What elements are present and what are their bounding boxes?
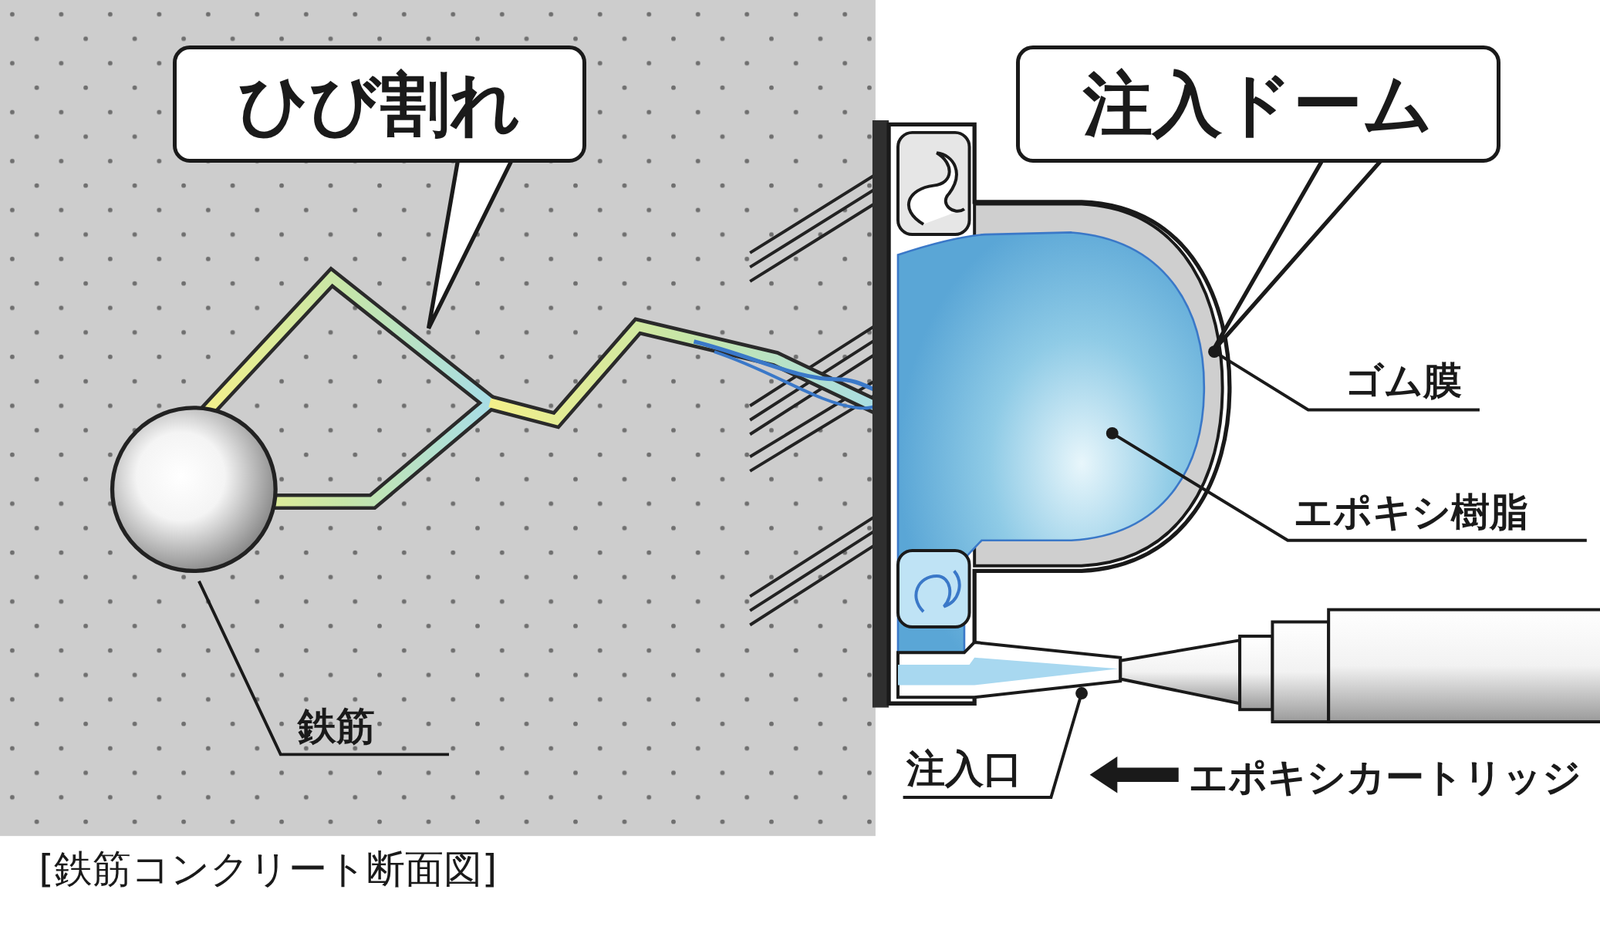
callout-box: 注入ドーム bbox=[1016, 45, 1501, 163]
rebar bbox=[111, 408, 276, 572]
part-label: 鉄筋 bbox=[297, 705, 375, 749]
injection-dome bbox=[888, 124, 1230, 704]
callout-tail bbox=[1211, 152, 1388, 352]
part-label: 注入口 bbox=[906, 748, 1023, 791]
figure-caption: [鉄筋コンクリート断面図] bbox=[38, 848, 497, 892]
callout-text: ひび割れ bbox=[238, 65, 521, 142]
callout-box: ひび割れ bbox=[172, 45, 587, 163]
concrete-section bbox=[0, 0, 876, 837]
crack bbox=[199, 277, 893, 503]
part-label: エポキシカートリッジ bbox=[1188, 756, 1582, 800]
part-label: ゴム膜 bbox=[1344, 360, 1462, 403]
callout-text: 注入ドーム bbox=[1083, 65, 1434, 142]
part-label: エポキシ樹脂 bbox=[1293, 491, 1529, 534]
epoxy-cartridge bbox=[1120, 610, 1600, 723]
direction-arrow bbox=[1090, 756, 1179, 794]
leader-dots bbox=[1075, 345, 1221, 700]
concrete-surface bbox=[872, 120, 889, 709]
callout-tail bbox=[428, 152, 516, 328]
leader-lines bbox=[199, 351, 1587, 798]
